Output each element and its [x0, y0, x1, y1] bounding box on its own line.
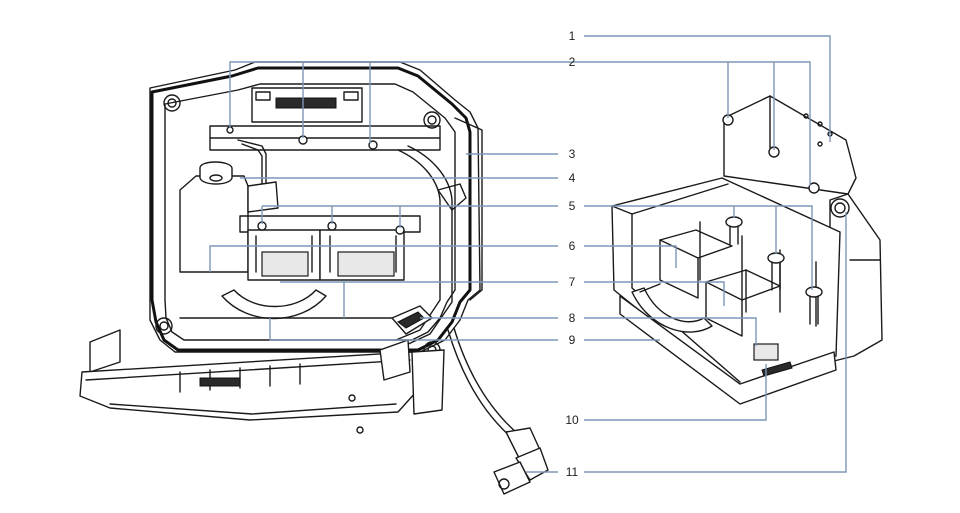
callout-10: 10: [565, 413, 579, 427]
callout-7: 7: [569, 275, 576, 289]
callout-labels: 1 2 3 4 5 6 7 8 9 10 11: [565, 29, 579, 479]
callout-5: 5: [569, 199, 576, 213]
dock-tray-assembly: [611, 95, 883, 405]
open-housing-unit: [79, 61, 549, 495]
leader-lines: [209, 35, 847, 473]
callout-3: 3: [569, 147, 576, 161]
callout-2: 2: [569, 55, 576, 69]
callout-11: 11: [566, 465, 579, 479]
callout-4: 4: [569, 171, 576, 185]
callout-9: 9: [569, 333, 576, 347]
callout-6: 6: [569, 239, 576, 253]
callout-8: 8: [569, 311, 576, 325]
callout-1: 1: [569, 29, 576, 43]
